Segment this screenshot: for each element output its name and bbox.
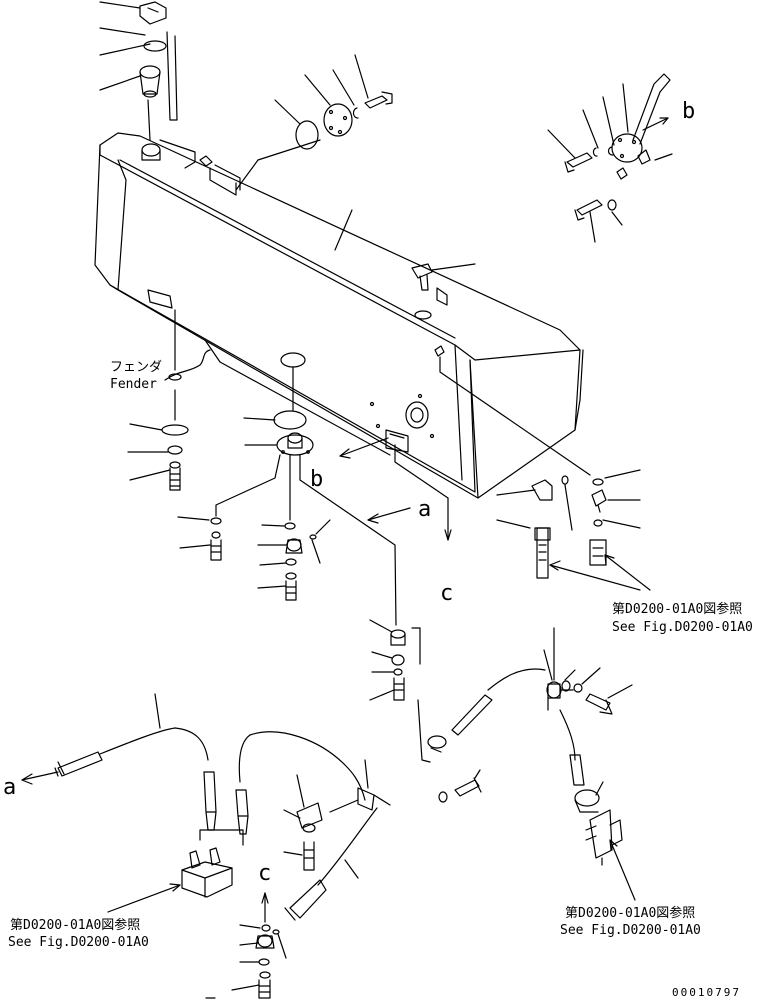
center-fitting-stack (369, 619, 421, 701)
drawing-number: 00010797 (672, 986, 741, 999)
cover-plate-assembly (235, 54, 393, 191)
ref-label-jp-upper: 第D0200-01A0図参照 (612, 601, 742, 617)
marker-c-top: c (440, 581, 453, 606)
lower-bolt-washer (438, 769, 482, 803)
marker-a-top: a (418, 497, 431, 522)
ref-label-en-lower-left: See Fig.D0200-01A0 (8, 935, 149, 950)
drain-plate-assembly (215, 352, 397, 626)
ref-label-en-lower-right: See Fig.D0200-01A0 (560, 923, 701, 938)
hose-right (417, 627, 636, 901)
valve-assembly (547, 73, 673, 243)
ref-label-en-upper: See Fig.D0200-01A0 (612, 620, 753, 635)
marker-b-side: b (310, 467, 323, 492)
bottom-fitting-stack (205, 924, 287, 999)
left-bolt-column (177, 516, 222, 561)
elbow-fitting (411, 263, 476, 291)
ref-label-jp-lower-left: 第D0200-01A0図参照 (10, 917, 140, 933)
marker-c-bottom: c (258, 861, 271, 886)
filler-cap-assembly (99, 1, 178, 141)
fender-label-en: Fender (110, 377, 157, 392)
fuel-tank (94, 132, 584, 499)
hose-left (54, 693, 366, 913)
marker-a-bottom: a (3, 775, 16, 800)
marker-b-top: b (682, 99, 695, 124)
fender-bolt-stack (127, 309, 211, 491)
right-fitting-group (439, 356, 651, 591)
ref-label-jp-lower-right: 第D0200-01A0図参照 (565, 905, 695, 921)
marker-arrows (21, 437, 452, 923)
clip-bracket-assembly (283, 759, 391, 921)
middle-fitting-column (257, 519, 331, 601)
fender-label-jp: フェンダ (110, 360, 162, 375)
